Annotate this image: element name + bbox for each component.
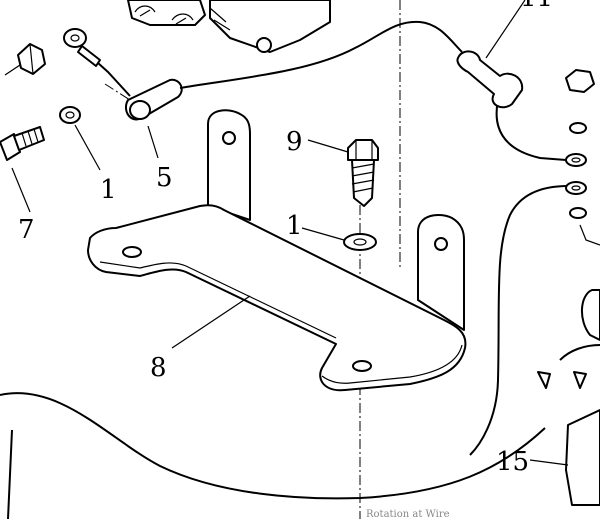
callout-8: 8 xyxy=(150,353,167,383)
solenoid-body xyxy=(529,289,600,506)
footer-text: Rotation at Wire xyxy=(366,509,450,519)
callout-9: 9 xyxy=(286,127,303,157)
washer-part-1-left xyxy=(59,106,101,171)
bracket-part-8 xyxy=(87,109,467,392)
wire-harness-lower xyxy=(469,185,569,456)
bolt-part-9 xyxy=(307,139,379,207)
callout-11: 11 xyxy=(520,0,553,13)
right-hardware-stack xyxy=(565,69,600,246)
bolt-part-7 xyxy=(0,126,45,213)
callout-15: 15 xyxy=(496,447,529,477)
connector-part-5 xyxy=(124,78,183,159)
callout-5: 5 xyxy=(156,163,173,193)
housing-outline xyxy=(0,392,546,500)
centerline-left xyxy=(104,83,131,101)
callout-1-left: 1 xyxy=(100,175,117,205)
wire-harness-upper xyxy=(179,20,463,89)
washer-part-1-center xyxy=(301,227,377,251)
housing-edge xyxy=(7,429,13,519)
nut-and-ring-terminal xyxy=(4,28,131,97)
callout-1-center: 1 xyxy=(286,211,303,241)
callout-7: 7 xyxy=(18,215,35,245)
wire-to-terminal xyxy=(495,99,567,161)
pump-body xyxy=(127,0,331,53)
sleeve-part-11 xyxy=(456,0,526,109)
